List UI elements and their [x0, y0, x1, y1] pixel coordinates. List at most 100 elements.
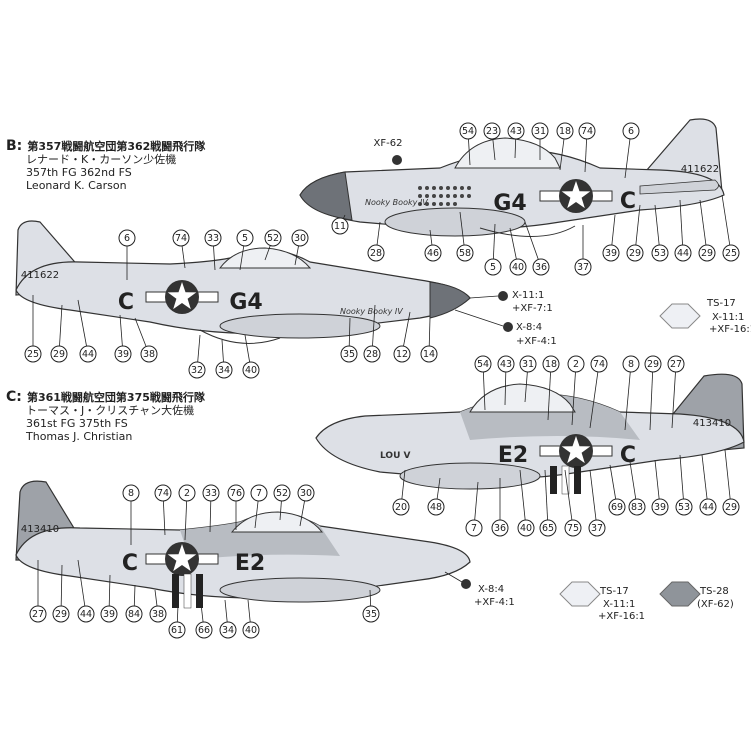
c1-nose-art: LOU V	[380, 451, 411, 461]
callout-leader	[721, 194, 732, 254]
callout-number: 44	[82, 349, 94, 360]
b1-code-letters: G4	[493, 191, 526, 216]
callout-number: 29	[629, 248, 641, 259]
callout-34: 34	[219, 599, 237, 639]
callout-66: 66	[195, 594, 213, 639]
b1-xf62-label: XF-62	[374, 138, 403, 149]
callout-48: 48	[427, 477, 445, 516]
callout-69: 69	[608, 464, 626, 516]
callout-44: 44	[699, 454, 717, 516]
callout-number: 37	[577, 262, 589, 273]
callout-number: 74	[593, 359, 605, 370]
c1-serial: 413410	[693, 418, 731, 429]
c-swatch2-name: TS-28	[699, 586, 729, 597]
callout-number: 54	[477, 359, 489, 370]
callout-circle	[509, 258, 527, 276]
callout-circle	[52, 605, 70, 623]
callout-number: 40	[512, 262, 524, 273]
callout-leader	[564, 469, 574, 529]
callout-circle	[140, 345, 158, 363]
callout-37: 37	[588, 469, 606, 537]
callout-number: 34	[222, 625, 234, 636]
callout-circle	[219, 621, 237, 639]
b-swatch-name: TS-17	[706, 298, 736, 309]
callout-leader	[624, 363, 632, 431]
callout-43: 43	[507, 122, 525, 159]
b-swatch-mix2: +XF-16:1	[709, 324, 751, 335]
callout-29: 29	[626, 204, 644, 262]
callout-40: 40	[517, 469, 535, 537]
section-c-caption: C: 第361戦闘航空団第375戦闘飛行隊 トーマス・J・クリスチャン大佐機 3…	[6, 387, 205, 443]
callout-number: 58	[459, 248, 471, 259]
callout-circle	[519, 355, 537, 373]
callout-54: 54	[474, 355, 492, 411]
section-c-pilot-en: Thomas J. Christian	[26, 429, 133, 443]
callout-25: 25	[24, 295, 42, 363]
b2-code-letters: G4	[229, 290, 262, 315]
b2-serial: 411622	[21, 270, 59, 281]
callout-leader	[77, 559, 87, 615]
callout-circle	[178, 484, 196, 502]
callout-34: 34	[215, 339, 233, 379]
callout-leader	[589, 363, 600, 429]
callout-number: 30	[294, 233, 306, 244]
callout-number: 52	[276, 488, 288, 499]
callout-circle	[644, 355, 662, 373]
callout-number: 44	[80, 609, 92, 620]
callout-number: 38	[152, 609, 164, 620]
callout-number: 48	[430, 502, 442, 513]
callout-number: 28	[370, 248, 382, 259]
callout-7: 7	[465, 481, 483, 537]
callout-number: 83	[631, 502, 643, 513]
callout-circle	[674, 244, 692, 262]
callout-circle	[465, 519, 483, 537]
c2-aircraft-letter: C	[122, 551, 138, 576]
callout-circle	[459, 122, 477, 140]
callout-52: 52	[264, 229, 282, 261]
callout-35: 35	[340, 317, 358, 363]
callout-circle	[77, 605, 95, 623]
callout-number: 31	[534, 126, 546, 137]
b1-nose-art: Nooky Booky IV	[365, 198, 428, 207]
callout-44: 44	[77, 559, 95, 623]
callout-number: 46	[427, 248, 439, 259]
callout-circle	[363, 345, 381, 363]
callout-61: 61	[168, 604, 186, 639]
callout-65: 65	[539, 469, 557, 537]
callout-circle	[202, 484, 220, 502]
c-swatch2-mix1: (XF-62)	[697, 599, 734, 610]
callout-circle	[340, 345, 358, 363]
callout-6: 6	[622, 122, 640, 179]
callout-circle	[424, 244, 442, 262]
callout-53: 53	[675, 454, 693, 516]
callout-circle	[362, 605, 380, 623]
callout-circle	[517, 519, 535, 537]
c-swatch1-mix2: +XF-16:1	[598, 611, 645, 622]
callout-number: 11	[334, 221, 346, 232]
callout-29: 29	[52, 564, 70, 623]
callout-18: 18	[556, 122, 574, 171]
callout-number: 29	[53, 349, 65, 360]
callout-circle	[532, 258, 550, 276]
callout-circle	[542, 355, 560, 373]
callout-39: 39	[602, 214, 620, 262]
callout-circle	[626, 244, 644, 262]
callout-number: 39	[103, 609, 115, 620]
b-swatch-mix1: X-11:1	[712, 312, 744, 323]
callout-circle	[149, 605, 167, 623]
callout-number: 52	[267, 233, 279, 244]
callout-38: 38	[149, 589, 167, 623]
callout-number: 84	[128, 609, 140, 620]
callout-number: 40	[245, 365, 257, 376]
callout-25: 25	[721, 194, 740, 262]
b2-aircraft-letter: C	[118, 290, 134, 315]
callout-number: 54	[462, 126, 474, 137]
callout-5: 5	[484, 223, 502, 276]
callout-number: 29	[55, 609, 67, 620]
callout-33: 33	[204, 229, 222, 271]
callout-number: 27	[32, 609, 44, 620]
callout-number: 66	[198, 625, 210, 636]
